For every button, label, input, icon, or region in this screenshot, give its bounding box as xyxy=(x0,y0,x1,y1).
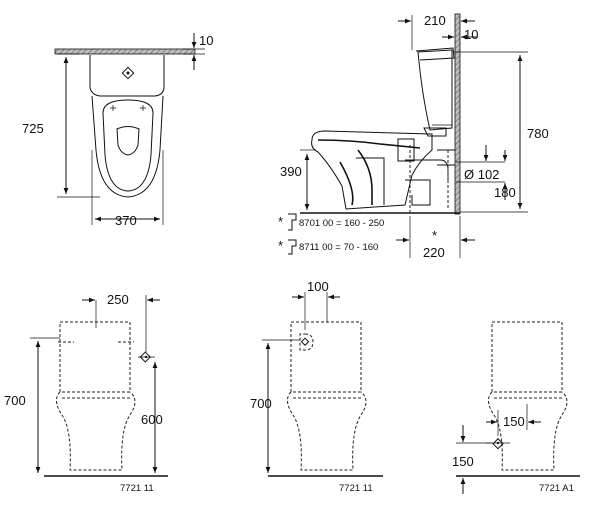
front-view-1: 250 700 600 7721 11 xyxy=(4,292,168,494)
connector-short-icon xyxy=(288,239,297,255)
side-view-tank xyxy=(417,49,453,131)
note2-text: 8711 00 = 70 - 160 xyxy=(299,242,378,253)
side-top-label: 210 xyxy=(424,13,446,28)
cross-marks xyxy=(110,105,146,111)
top-view-bowl xyxy=(91,95,164,198)
outlet-height-label: 180 xyxy=(494,185,516,200)
trap-curve xyxy=(339,149,373,206)
pipe-diameter-label: Ø 102 xyxy=(464,167,499,182)
front3-height-label: 150 xyxy=(452,454,474,469)
note1-text: 8701 00 = 160 - 250 xyxy=(299,218,384,229)
top-width-label: 370 xyxy=(115,213,137,228)
front1-cistern xyxy=(59,321,131,393)
front3-code: 7721 A1 xyxy=(539,483,574,494)
front-view-2: 100 700 7721 11 xyxy=(250,279,383,494)
top-height-label: 725 xyxy=(22,121,44,136)
side-bottom-label: 220 xyxy=(423,245,445,260)
front-view-3: 150 150 7721 A1 xyxy=(452,321,580,494)
front3-cistern xyxy=(491,321,563,393)
front1-height-label: 700 xyxy=(4,393,26,408)
top-view-opening xyxy=(116,126,140,156)
note1-star: * xyxy=(278,214,283,229)
front2-code: 7721 11 xyxy=(339,483,373,494)
front1-width-label: 250 xyxy=(107,292,129,307)
front1-connection-label: 600 xyxy=(141,412,163,427)
outlet-pipe xyxy=(405,159,449,206)
flush-button-icon xyxy=(121,66,135,80)
side-height-label: 780 xyxy=(527,126,549,141)
top-view: 725 370 10 xyxy=(22,33,213,228)
front2-height-label: 700 xyxy=(250,396,272,411)
side-wall-label: 10 xyxy=(464,27,478,42)
front2-cistern xyxy=(290,321,362,393)
side-seat-label: 390 xyxy=(280,164,302,179)
top-view-seat xyxy=(102,99,154,192)
note2-star: * xyxy=(278,238,283,253)
top-view-wall xyxy=(54,48,196,55)
side-view-wall xyxy=(454,13,461,215)
top-view-tank xyxy=(89,55,165,97)
front2-width-label: 100 xyxy=(307,279,329,294)
top-wall-label: 10 xyxy=(199,33,213,48)
front3-width-label: 150 xyxy=(503,414,525,429)
side-view: 390 210 10 780 Ø 102 180 220 * * 8701 00… xyxy=(278,13,549,260)
front1-code: 7721 11 xyxy=(120,483,154,494)
connector-long-icon xyxy=(288,213,297,231)
bottom-star: * xyxy=(432,228,437,243)
